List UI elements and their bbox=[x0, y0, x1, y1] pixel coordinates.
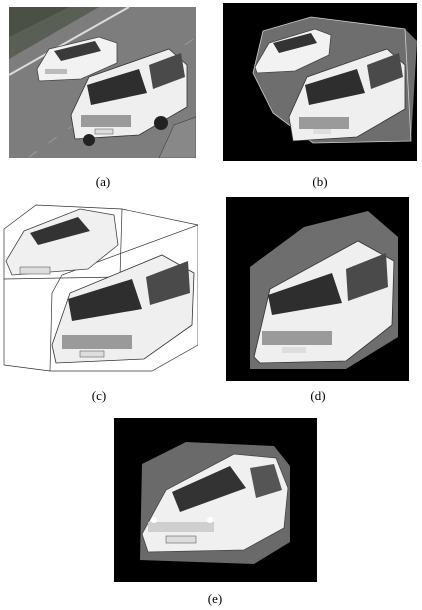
panel-d-image bbox=[226, 197, 409, 381]
panel-c-label: (c) bbox=[91, 388, 107, 403]
panel-a-image bbox=[9, 7, 196, 158]
panel-e-label: (e) bbox=[207, 591, 223, 606]
panel-d-label: (d) bbox=[310, 388, 326, 403]
panel-b-image bbox=[223, 3, 417, 161]
panel-a-label: (a) bbox=[95, 174, 111, 189]
panel-e-image bbox=[114, 418, 317, 582]
panel-c-image bbox=[2, 195, 198, 375]
panel-b-label: (b) bbox=[312, 174, 328, 189]
